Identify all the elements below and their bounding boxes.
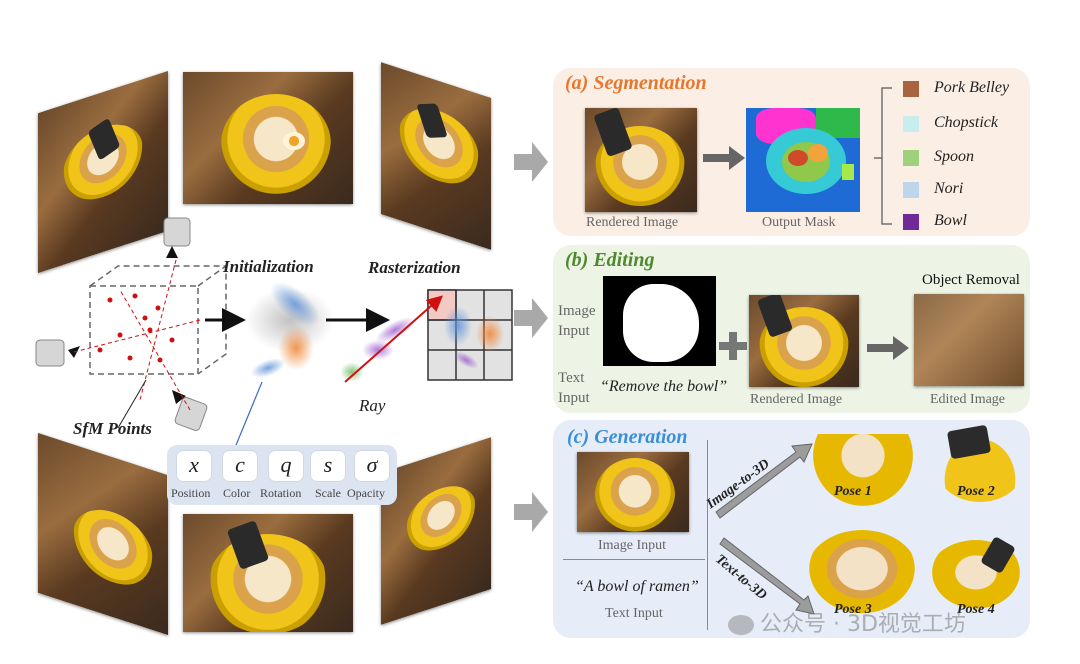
edit-arrow	[867, 336, 909, 360]
edit-rendered-image	[749, 295, 859, 387]
arrow-right-icon	[703, 146, 745, 170]
seg-mask-caption: Output Mask	[762, 215, 836, 230]
legend-swatch	[903, 182, 919, 198]
editing-title: (b) Editing	[565, 249, 655, 271]
edit-mask-image	[603, 276, 716, 366]
gen-arrows	[715, 443, 815, 615]
pose-2-label: Pose 2	[957, 484, 995, 499]
legend-label: Chopstick	[934, 114, 998, 131]
input-view-bottom-center	[183, 514, 353, 632]
param-label: Position	[171, 486, 211, 500]
legend-label: Bowl	[934, 212, 967, 229]
pose-1-label: Pose 1	[834, 484, 872, 499]
object-removal-label: Object Removal	[922, 272, 1020, 288]
gen-image-input-caption: Image Input	[598, 538, 667, 553]
watermark-text: 公众号 · 3D视觉工坊	[760, 612, 966, 637]
pose-3-label: Pose 3	[834, 602, 872, 617]
pose-2-object	[935, 424, 1025, 502]
gen-input-image	[577, 452, 689, 532]
arrow-right-icon	[514, 142, 548, 182]
arrow-down-right-icon	[719, 537, 815, 615]
camera-icon	[35, 217, 208, 431]
param-label: Opacity	[347, 486, 385, 500]
edit-rendered-caption: Rendered Image	[750, 392, 843, 407]
image-input-label: Image Input	[558, 303, 596, 339]
seg-output-mask	[746, 108, 860, 212]
rasterization-label: Rasterization	[368, 258, 461, 277]
legend-swatch	[903, 214, 919, 230]
flow-arrows	[514, 142, 548, 532]
gaussian-params-box: x Position c Color q Rotation s Scale σ …	[167, 445, 397, 505]
seg-arrow	[703, 146, 745, 170]
pose-4-object	[928, 536, 1024, 612]
ray-label: Ray	[359, 396, 386, 415]
segmentation-title: (a) Segmentation	[565, 72, 707, 94]
gen-text-input-caption: Text Input	[605, 606, 663, 621]
legend-label: Spoon	[934, 148, 974, 165]
initialization-label: Initialization	[223, 257, 314, 276]
legend-swatch	[903, 81, 919, 97]
text-input-label: Text Input	[558, 370, 590, 406]
arrow-up-right-icon	[715, 443, 813, 519]
legend-swatch	[903, 150, 919, 166]
generation-title: (c) Generation	[567, 426, 688, 448]
plus-icon	[719, 332, 747, 360]
legend-label: Nori	[934, 180, 964, 197]
gen-prompt: “A bowl of ramen”	[575, 578, 699, 595]
input-view-top-center	[183, 72, 353, 204]
watermark: 公众号 · 3D视觉工坊	[728, 606, 966, 638]
legend-swatch	[903, 116, 919, 132]
pose-1-object	[813, 434, 913, 506]
param-symbol: x	[177, 451, 211, 481]
seg-rendered-image	[585, 108, 697, 212]
arrow-right-icon	[867, 336, 909, 360]
param-label: Rotation	[260, 486, 302, 500]
pipeline-diagram	[35, 217, 513, 451]
sfm-points-label: SfM Points	[73, 419, 152, 438]
legend-bracket	[874, 87, 892, 225]
gen-divider	[563, 559, 705, 560]
legend-label: Pork Belley	[934, 79, 1010, 96]
gen-vertical-divider	[707, 440, 708, 630]
seg-rendered-caption: Rendered Image	[586, 215, 679, 230]
wechat-icon	[728, 615, 754, 635]
pose-4-label: Pose 4	[957, 602, 995, 617]
arrow-right-icon	[514, 298, 548, 338]
param-symbol: σ	[355, 451, 389, 481]
param-symbol: q	[269, 451, 303, 481]
param-symbol: c	[223, 451, 257, 481]
param-symbol: s	[311, 451, 345, 481]
pose-3-object	[806, 530, 918, 616]
edited-image-caption: Edited Image	[930, 392, 1006, 407]
param-label: Scale	[315, 486, 341, 500]
arrow-right-icon	[514, 492, 548, 532]
edit-edited-image	[914, 294, 1024, 386]
param-label: Color	[223, 486, 251, 500]
remove-bowl-prompt: “Remove the bowl”	[600, 378, 728, 395]
